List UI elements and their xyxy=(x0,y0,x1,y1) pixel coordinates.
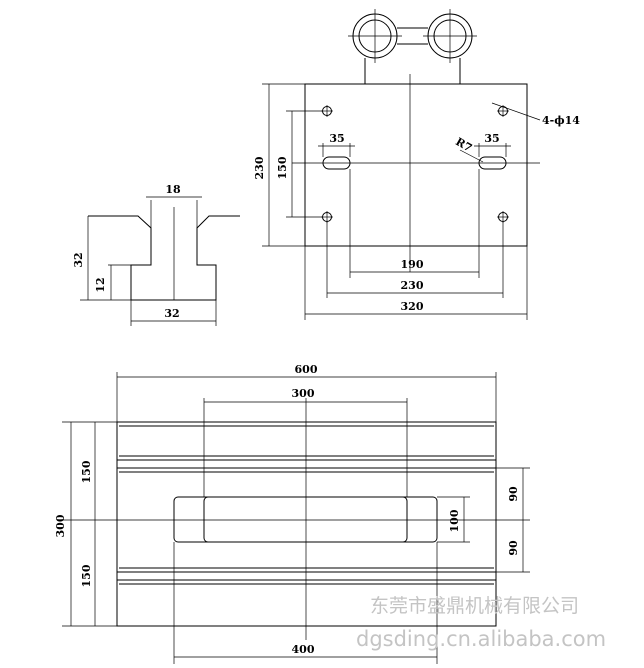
dim-window-width: 300 xyxy=(292,387,315,400)
plan-view: 600 300 300 150 150 90 90 100 400 xyxy=(54,363,530,664)
dim-step-height: 12 xyxy=(94,277,107,292)
watermark-url: dgsding.cn.alibaba.com xyxy=(356,627,606,651)
dim-hole-spacing-horizontal: 230 xyxy=(401,279,424,292)
dim-total-height: 32 xyxy=(72,252,85,267)
radius-leader xyxy=(459,149,484,163)
dim-outer-width: 320 xyxy=(401,300,424,313)
mounting-holes xyxy=(321,105,509,223)
dim-right-lower: 90 xyxy=(507,540,520,556)
dim-slot-radius: R7 xyxy=(453,135,474,155)
side-profile-view: 18 32 12 32 xyxy=(72,183,240,326)
dim-hole-spacing-vertical: 150 xyxy=(276,156,289,179)
outer-window xyxy=(173,496,438,543)
dim-total-height: 300 xyxy=(54,514,67,537)
dim-lower-half: 150 xyxy=(80,564,93,587)
left-slot xyxy=(322,156,351,170)
left-roller xyxy=(348,9,402,63)
dim-right-upper: 90 xyxy=(507,486,520,502)
dim-outer-height: 230 xyxy=(253,156,266,179)
top-view: 4-ϕ14 35 35 R7 230 150 190 230 xyxy=(253,9,580,320)
dim-slot-width-left: 35 xyxy=(329,132,344,145)
dim-slot-width-right: 35 xyxy=(484,132,499,145)
upper-rail xyxy=(116,421,497,461)
watermark-company: 东莞市盛鼎机械有限公司 xyxy=(370,595,579,617)
dim-lower-width: 400 xyxy=(292,643,315,656)
dim-slot-spacing: 190 xyxy=(401,258,424,271)
profile-outline xyxy=(88,215,240,301)
lower-rail xyxy=(116,579,497,627)
holes-leader xyxy=(491,102,541,121)
right-roller xyxy=(423,9,477,63)
holes-callout: 4-ϕ14 xyxy=(542,114,580,127)
dim-top-width: 18 xyxy=(165,183,181,196)
inner-window xyxy=(203,496,408,543)
dim-window-height: 100 xyxy=(448,509,461,532)
right-slot xyxy=(478,156,507,170)
dim-upper-half: 150 xyxy=(80,460,93,483)
plate-outline xyxy=(304,83,528,247)
dim-total-width: 600 xyxy=(295,363,318,376)
dim-bottom-width: 32 xyxy=(164,307,179,320)
